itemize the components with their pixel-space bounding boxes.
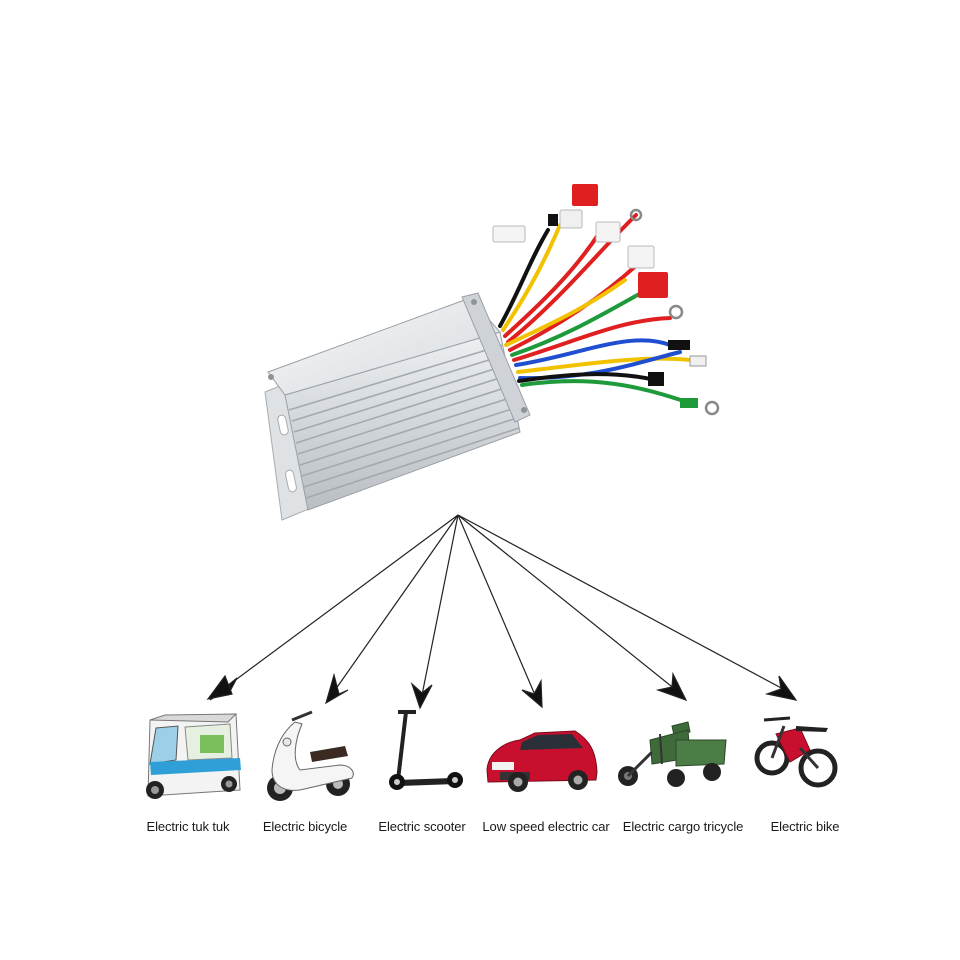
arrow-to-car: [457, 514, 543, 709]
electric-motorbike-icon: [754, 716, 838, 788]
label-car: Low speed electric car: [482, 819, 610, 834]
label-bicycle: Electric bicycle: [262, 819, 348, 834]
arrows: [206, 514, 798, 710]
label-tuk-tuk: Electric tuk tuk: [146, 819, 230, 834]
wire-bundle: [496, 213, 697, 407]
arrow-to-bicycle: [325, 514, 459, 705]
arrow-to-tuk-tuk: [206, 514, 459, 701]
label-electric-bike: Electric bike: [770, 819, 840, 834]
connectors: [492, 184, 720, 416]
arrow-to-cargo-tricycle: [457, 514, 688, 702]
scooter-moped-icon: [267, 710, 354, 801]
label-cargo-tricycle: Electric cargo tricycle: [622, 819, 744, 834]
kick-scooter-icon: [389, 710, 463, 790]
arrow-to-scooter: [410, 514, 459, 710]
label-scooter: Electric scooter: [378, 819, 466, 834]
tuk-tuk-icon: [146, 713, 241, 799]
small-car-icon: [486, 730, 598, 792]
motor-controller-icon: [264, 184, 720, 521]
arrow-to-electric-bike: [457, 514, 798, 701]
cargo-tricycle-icon: [618, 721, 727, 787]
